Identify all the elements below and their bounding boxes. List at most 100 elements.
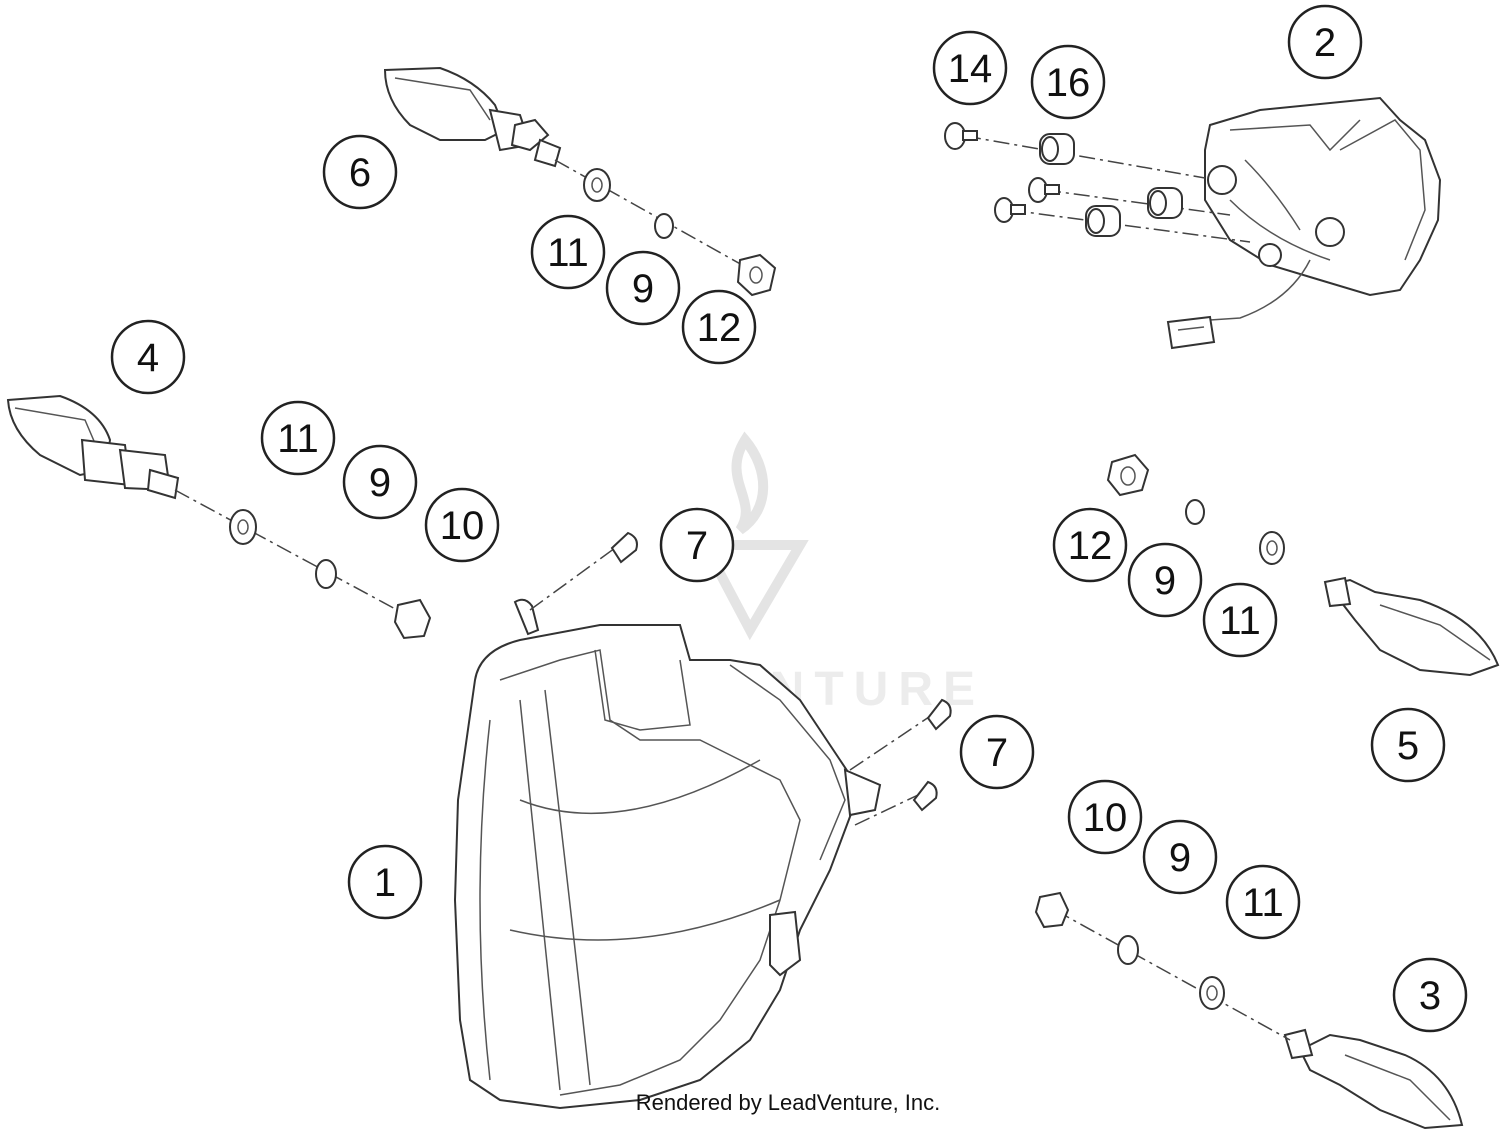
washer-right-lower: [1199, 976, 1225, 1010]
tail-light-hardware: [944, 122, 1251, 243]
callout-number: 3: [1419, 974, 1441, 1018]
callout-11d: 11: [1225, 864, 1301, 940]
callout-circle: [1287, 4, 1363, 80]
callout-number: 6: [349, 151, 371, 195]
turn-signal-upper-hardware: [554, 159, 777, 297]
screw-tail-3: [994, 197, 1026, 223]
callout-16: 16: [1030, 44, 1106, 120]
turn-signal-front-left: [6, 394, 180, 500]
washer-upper-1: [583, 168, 611, 202]
callout-circle: [605, 250, 681, 326]
callout-circle: [347, 844, 423, 920]
callout-number: 1: [374, 861, 396, 905]
turn-signal-lower-hardware: [1034, 891, 1291, 1041]
screw-headlight-right-upper: [849, 698, 952, 771]
callout-11a: 11: [530, 214, 606, 290]
callout-circle: [1067, 779, 1143, 855]
lock-washer-upper: [654, 213, 674, 239]
turn-signal-rear-lower: [1283, 1028, 1464, 1130]
callout-circle: [322, 134, 398, 210]
callout-number: 12: [697, 306, 742, 350]
callout-12a: 12: [681, 289, 757, 365]
callout-number: 9: [632, 267, 654, 311]
washer-right-upper: [1259, 531, 1285, 565]
callout-number: 9: [369, 461, 391, 505]
callout-11c: 11: [1202, 582, 1278, 658]
callout-4: 4: [110, 319, 186, 395]
callout-10b: 10: [1067, 779, 1143, 855]
callout-circle: [1052, 507, 1128, 583]
callout-6: 6: [322, 134, 398, 210]
callout-7b: 7: [959, 714, 1035, 790]
callout-number: 7: [686, 524, 708, 568]
callout-number: 9: [1169, 836, 1191, 880]
callout-9d: 9: [1142, 819, 1218, 895]
callout-circle: [1142, 819, 1218, 895]
turn-signal-front-upper: [383, 66, 562, 168]
callout-3: 3: [1392, 957, 1468, 1033]
rubber-grommet-2: [1147, 187, 1183, 219]
washer-left-1: [229, 509, 257, 545]
callout-circle: [342, 444, 418, 520]
callout-number: 11: [547, 231, 589, 275]
callout-2: 2: [1287, 4, 1363, 80]
callout-number: 7: [986, 731, 1008, 775]
callout-11b: 11: [260, 400, 336, 476]
callout-14: 14: [932, 30, 1008, 106]
turn-signal-rear-right: [1323, 576, 1500, 677]
lock-washer-left: [315, 559, 337, 589]
callout-number: 14: [948, 47, 993, 91]
callout-1: 1: [347, 844, 423, 920]
callout-circle: [659, 507, 735, 583]
screw-tail-1: [944, 122, 978, 150]
callout-number: 9: [1154, 559, 1176, 603]
callout-circle: [424, 487, 500, 563]
callout-12b: 12: [1052, 507, 1128, 583]
callout-number: 16: [1046, 61, 1091, 105]
callout-circle: [1127, 542, 1203, 618]
callout-circle: [260, 400, 336, 476]
callout-number: 12: [1068, 524, 1113, 568]
callout-circle: [932, 30, 1008, 106]
turn-signal-left-hardware: [174, 489, 432, 640]
headlight-assembly: [453, 598, 882, 1110]
callout-9c: 9: [1127, 542, 1203, 618]
nut-right-lower: [1034, 891, 1070, 929]
nut-right-upper: [1106, 453, 1150, 497]
callout-number: 11: [1242, 881, 1284, 925]
callout-5: 5: [1370, 707, 1446, 783]
rubber-grommet-1: [1039, 133, 1075, 165]
callout-circle: [1370, 707, 1446, 783]
callout-circle: [1225, 864, 1301, 940]
callout-circle: [1030, 44, 1106, 120]
screw-headlight-right-lower: [854, 780, 938, 826]
callout-circle: [1392, 957, 1468, 1033]
callout-number: 5: [1397, 724, 1419, 768]
screw-tail-2: [1028, 177, 1060, 203]
lock-washer-right-upper: [1185, 499, 1205, 525]
nut-left: [393, 598, 432, 640]
lock-washer-right-lower: [1117, 935, 1139, 965]
screw-headlight-top: [529, 531, 638, 611]
callout-number: 10: [1083, 796, 1128, 840]
callout-number: 2: [1314, 21, 1336, 65]
callout-circle: [110, 319, 186, 395]
callout-9a: 9: [605, 250, 681, 326]
callout-circle: [530, 214, 606, 290]
nut-upper: [736, 253, 777, 297]
callout-number: 11: [277, 417, 319, 461]
watermark-logo: [696, 431, 809, 641]
rubber-grommet-3: [1085, 205, 1121, 237]
callout-number: 11: [1219, 599, 1261, 643]
credit-text: Rendered by LeadVenture, Inc.: [636, 1090, 941, 1115]
callout-7a: 7: [659, 507, 735, 583]
callout-9b: 9: [342, 444, 418, 520]
callout-circle: [1202, 582, 1278, 658]
turn-signal-right-upper-hardware: [1106, 453, 1285, 565]
callout-number: 10: [440, 504, 485, 548]
callout-circle: [959, 714, 1035, 790]
callout-number: 4: [137, 336, 159, 380]
callout-10a: 10: [424, 487, 500, 563]
